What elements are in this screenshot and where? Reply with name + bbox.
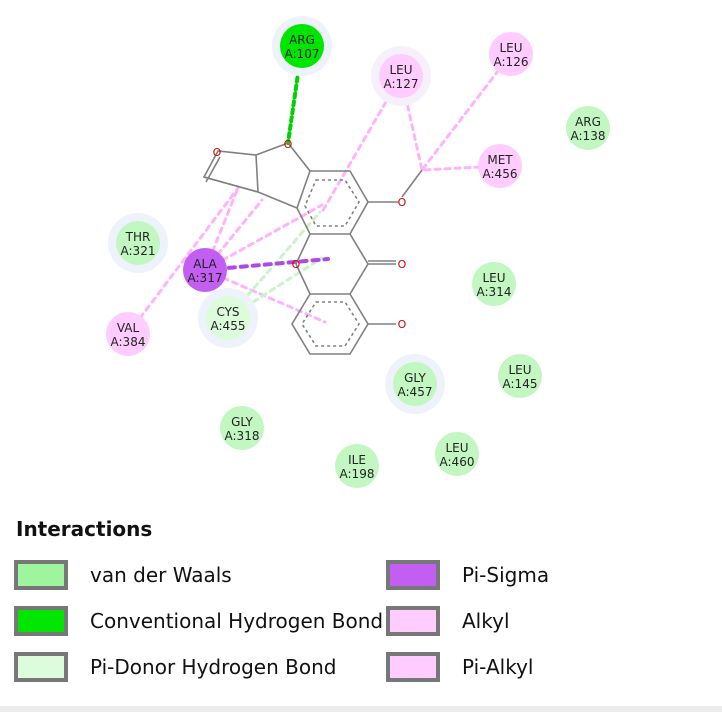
legend-swatch xyxy=(14,606,68,636)
ligand-oxygen-atoms: O O O O O O xyxy=(213,138,407,331)
residue-code: A:107 xyxy=(285,47,320,61)
pialkyl-ala317-ring1 xyxy=(203,203,324,272)
residue-cys455[interactable]: CYS A:455 xyxy=(198,288,258,348)
residue-name: ARG xyxy=(289,33,315,47)
residue-gly457[interactable]: GLY A:457 xyxy=(385,354,445,414)
residue-arg107[interactable]: ARG A:107 xyxy=(272,16,332,76)
residue-leu314[interactable]: LEU A:314 xyxy=(472,262,516,306)
residue-val384[interactable]: VAL A:384 xyxy=(106,312,150,356)
residue-code: A:321 xyxy=(121,244,156,258)
legend-item-conventional-hbond: Conventional Hydrogen Bond xyxy=(14,599,383,643)
residue-code: A:317 xyxy=(188,271,223,285)
interactions-legend: Interactions van der Waals Conventional … xyxy=(0,505,722,705)
residue-name: MET xyxy=(487,153,513,167)
residue-code: A:384 xyxy=(111,335,146,349)
residue-code: A:127 xyxy=(384,77,419,91)
carbonyl-oxygen: O xyxy=(398,258,407,271)
residues: ARG A:107 LEU A:127 LEU A:126 ARG A:138 … xyxy=(106,16,610,488)
residue-arg138[interactable]: ARG A:138 xyxy=(566,106,610,150)
legend-label: Conventional Hydrogen Bond xyxy=(90,609,384,633)
residue-code: A:456 xyxy=(483,167,518,181)
interaction-lines xyxy=(126,44,513,336)
residue-name: LEU xyxy=(445,441,468,455)
methoxy-oxygen: O xyxy=(398,196,407,209)
residue-name: LEU xyxy=(389,63,412,77)
residue-code: A:318 xyxy=(225,429,260,443)
residue-name: LEU xyxy=(482,271,505,285)
residue-leu460[interactable]: LEU A:460 xyxy=(435,432,479,476)
residue-name: ALA xyxy=(193,257,217,271)
legend-label: Alkyl xyxy=(462,609,510,633)
legend-swatch xyxy=(386,606,440,636)
pisigma-ala317 xyxy=(203,257,330,272)
bridge-oxygen: O xyxy=(284,138,293,151)
alkyl-leu126-methyl xyxy=(420,52,513,172)
legend-item-pi-sigma: Pi-Sigma xyxy=(386,553,549,597)
residue-code: A:145 xyxy=(503,377,538,391)
interaction-diagram: O O O O O O ARG A:107 LEU A:127 LEU A:12… xyxy=(106,16,610,488)
legend-item-pi-alkyl: Pi-Alkyl xyxy=(386,645,533,689)
residue-code: A:457 xyxy=(398,385,433,399)
residue-code: A:198 xyxy=(340,467,375,481)
residue-ala317[interactable]: ALA A:317 xyxy=(183,248,227,292)
residue-name: LEU xyxy=(499,41,522,55)
residue-name: THR xyxy=(125,230,151,244)
residue-name: CYS xyxy=(216,305,239,319)
ligand-structure xyxy=(202,142,423,355)
legend-swatch xyxy=(14,560,68,590)
residue-name: VAL xyxy=(117,321,140,335)
residue-met456[interactable]: MET A:456 xyxy=(478,144,522,188)
legend-label: Pi-Sigma xyxy=(462,563,550,587)
residue-leu145[interactable]: LEU A:145 xyxy=(498,354,542,398)
residue-name: GLY xyxy=(404,371,426,385)
bottom-bar xyxy=(0,706,722,712)
residue-thr321[interactable]: THR A:321 xyxy=(108,213,168,273)
legend-item-alkyl: Alkyl xyxy=(386,599,510,643)
furan-oxygen: O xyxy=(213,146,222,159)
residue-name: ARG xyxy=(575,115,601,129)
residue-gly318[interactable]: GLY A:318 xyxy=(220,406,264,450)
residue-name: ILE xyxy=(348,453,366,467)
ring-oxygen: O xyxy=(292,258,301,271)
legend-title: Interactions xyxy=(16,517,153,541)
pialkyl-val384 xyxy=(126,186,240,336)
legend-swatch xyxy=(14,652,68,682)
residue-leu127[interactable]: LEU A:127 xyxy=(371,46,431,106)
residue-code: A:460 xyxy=(440,455,475,469)
residue-name: GLY xyxy=(231,415,253,429)
legend-item-pi-donor-hbond: Pi-Donor Hydrogen Bond xyxy=(14,645,336,689)
residue-ile198[interactable]: ILE A:198 xyxy=(335,444,379,488)
legend-swatch xyxy=(386,560,440,590)
legend-label: van der Waals xyxy=(90,563,232,587)
legend-swatch xyxy=(386,652,440,682)
residue-name: LEU xyxy=(508,363,531,377)
residue-code: A:314 xyxy=(477,285,512,299)
residue-code: A:455 xyxy=(211,319,246,333)
hydroxyl-oxygen: O xyxy=(398,318,407,331)
residue-code: A:138 xyxy=(571,129,606,143)
legend-label: Pi-Donor Hydrogen Bond xyxy=(90,655,337,679)
residue-code: A:126 xyxy=(494,55,529,69)
legend-item-van-der-waals: van der Waals xyxy=(14,553,232,597)
residue-leu126[interactable]: LEU A:126 xyxy=(489,32,533,76)
legend-label: Pi-Alkyl xyxy=(462,655,534,679)
